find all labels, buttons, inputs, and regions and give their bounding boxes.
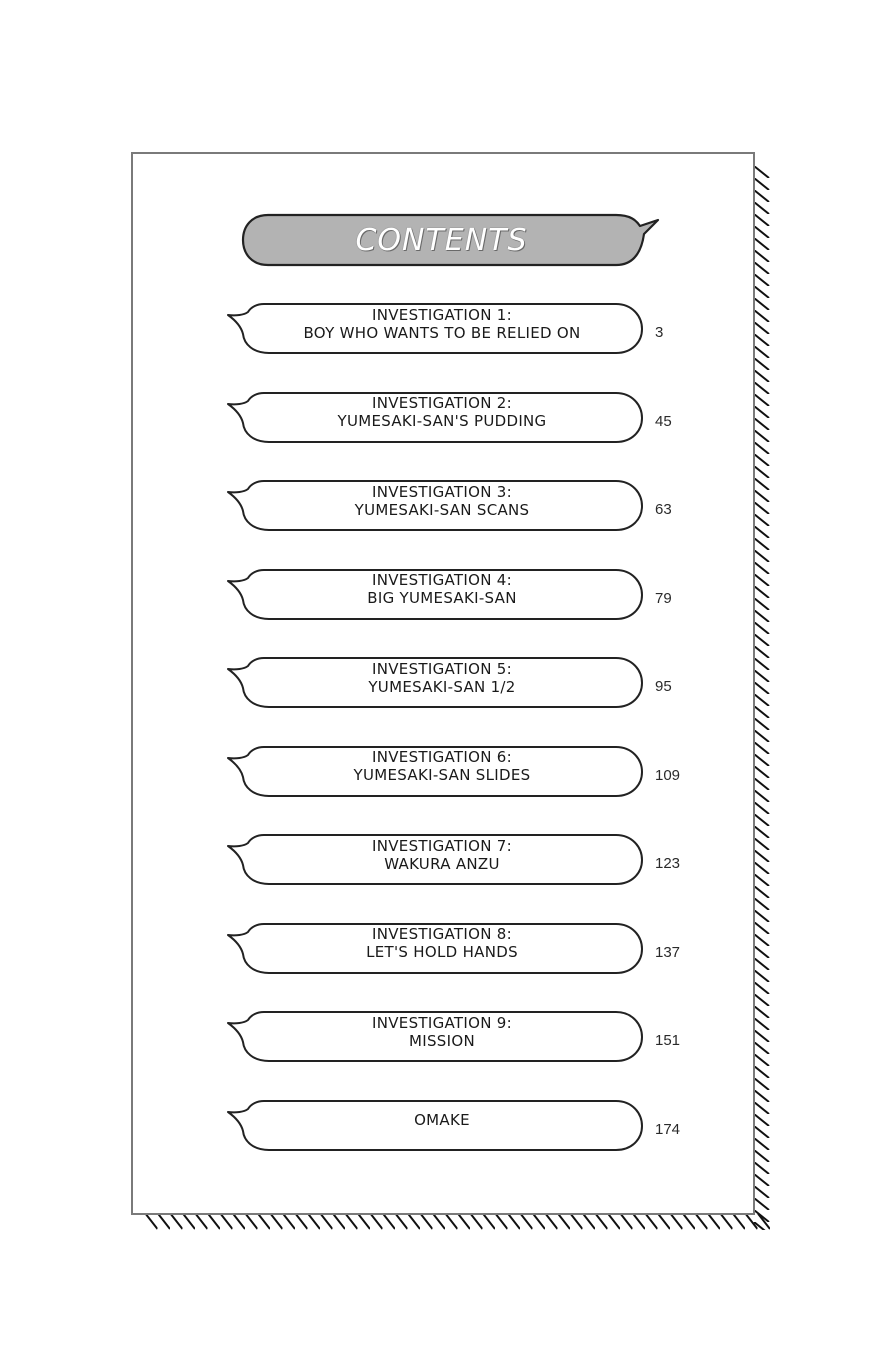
chapter-title-line1: INVESTIGATION 8: [372, 925, 512, 943]
page-number: 137 [655, 943, 681, 961]
toc-entry[interactable]: INVESTIGATION 1:BOY WHO WANTS TO BE RELI… [224, 298, 704, 354]
chapter-title-line2: BOY WHO WANTS TO BE RELIED ON [303, 323, 581, 342]
toc-entry[interactable]: INVESTIGATION 2:YUMESAKI-SAN'S PUDDING 45 [224, 387, 704, 443]
toc-entry[interactable]: INVESTIGATION 9:MISSION 151 [224, 1006, 704, 1062]
chapter-title-line2: MISSION [409, 1031, 475, 1050]
page-number: 123 [655, 855, 681, 872]
page-number: 109 [655, 766, 681, 784]
page-shadow-hatch-right [753, 166, 770, 1230]
toc-entry[interactable]: INVESTIGATION 5:YUMESAKI-SAN 1/2 95 [224, 652, 704, 708]
toc-entry[interactable]: INVESTIGATION 3:YUMESAKI-SAN SCANS 63 [224, 475, 704, 531]
speech-bubble-icon [227, 1099, 643, 1151]
page-number: 63 [655, 501, 672, 518]
chapter-title-line2: BIG YUMESAKI-SAN [367, 589, 517, 607]
chapter-title-line1: INVESTIGATION 4: [372, 571, 512, 589]
page-number: 151 [655, 1032, 681, 1049]
chapter-title: INVESTIGATION 9:MISSION [242, 1006, 642, 1057]
chapter-title: INVESTIGATION 1:BOY WHO WANTS TO BE RELI… [242, 298, 642, 349]
chapter-title: INVESTIGATION 6:YUMESAKI-SAN SLIDES [242, 741, 642, 792]
toc-entry[interactable]: OMAKE 174 [224, 1095, 704, 1151]
speech-bubble-icon [227, 391, 643, 443]
toc-entry[interactable]: INVESTIGATION 4:BIG YUMESAKI-SAN 79 [224, 564, 704, 620]
chapter-title-line2: LET'S HOLD HANDS [366, 943, 518, 961]
speech-bubble-icon [227, 657, 643, 708]
speech-bubble-icon [227, 745, 643, 797]
contents-banner [241, 213, 660, 267]
speech-bubble-icon [227, 922, 643, 974]
page-number: 79 [655, 589, 672, 607]
toc-entry[interactable]: INVESTIGATION 7:WAKURA ANZU 123 [224, 829, 704, 885]
chapter-title: INVESTIGATION 8:LET'S HOLD HANDS [242, 918, 642, 969]
speech-bubble-icon [227, 834, 643, 885]
speech-bubble-icon [227, 480, 643, 531]
chapter-title: INVESTIGATION 3:YUMESAKI-SAN SCANS [242, 475, 642, 526]
chapter-title-line2: YUMESAKI-SAN SCANS [354, 500, 530, 519]
chapter-title-line1: INVESTIGATION 6: [372, 748, 512, 766]
toc-entry[interactable]: INVESTIGATION 8:LET'S HOLD HANDS 137 [224, 918, 704, 974]
chapter-title-line2: YUMESAKI-SAN 1/2 [368, 677, 516, 696]
page-number: 174 [655, 1120, 681, 1138]
speech-bubble-icon [227, 1011, 643, 1062]
chapter-title-line1: INVESTIGATION 2: [372, 394, 512, 412]
chapter-title-line1: INVESTIGATION 7: [372, 836, 512, 855]
chapter-title-line1: INVESTIGATION 9: [372, 1013, 512, 1032]
chapter-title: INVESTIGATION 5:YUMESAKI-SAN 1/2 [242, 652, 642, 703]
chapter-title-line1: INVESTIGATION 1: [372, 305, 512, 324]
page-number: 3 [655, 324, 664, 341]
page-shadow-hatch-bottom [145, 1213, 770, 1230]
chapter-title-line1: INVESTIGATION 5: [372, 659, 512, 678]
page-number: 95 [655, 678, 672, 695]
chapter-title: INVESTIGATION 4:BIG YUMESAKI-SAN [242, 564, 642, 615]
page-number: 45 [655, 412, 672, 430]
chapter-title-line2: YUMESAKI-SAN SLIDES [353, 766, 531, 784]
speech-bubble-icon [227, 303, 643, 354]
chapter-title-line2: WAKURA ANZU [384, 854, 500, 873]
chapter-title: OMAKE [242, 1095, 642, 1146]
page-title: CONTENTS [355, 222, 528, 258]
toc-entry[interactable]: INVESTIGATION 6:YUMESAKI-SAN SLIDES 109 [224, 741, 704, 797]
chapter-title-line1: OMAKE [414, 1111, 470, 1129]
chapter-title: INVESTIGATION 7:WAKURA ANZU [242, 829, 642, 880]
chapter-title-line2: YUMESAKI-SAN'S PUDDING [337, 412, 547, 430]
chapter-title-line1: INVESTIGATION 3: [372, 482, 512, 501]
chapter-title: INVESTIGATION 2:YUMESAKI-SAN'S PUDDING [242, 387, 642, 438]
speech-bubble-icon [227, 568, 643, 620]
